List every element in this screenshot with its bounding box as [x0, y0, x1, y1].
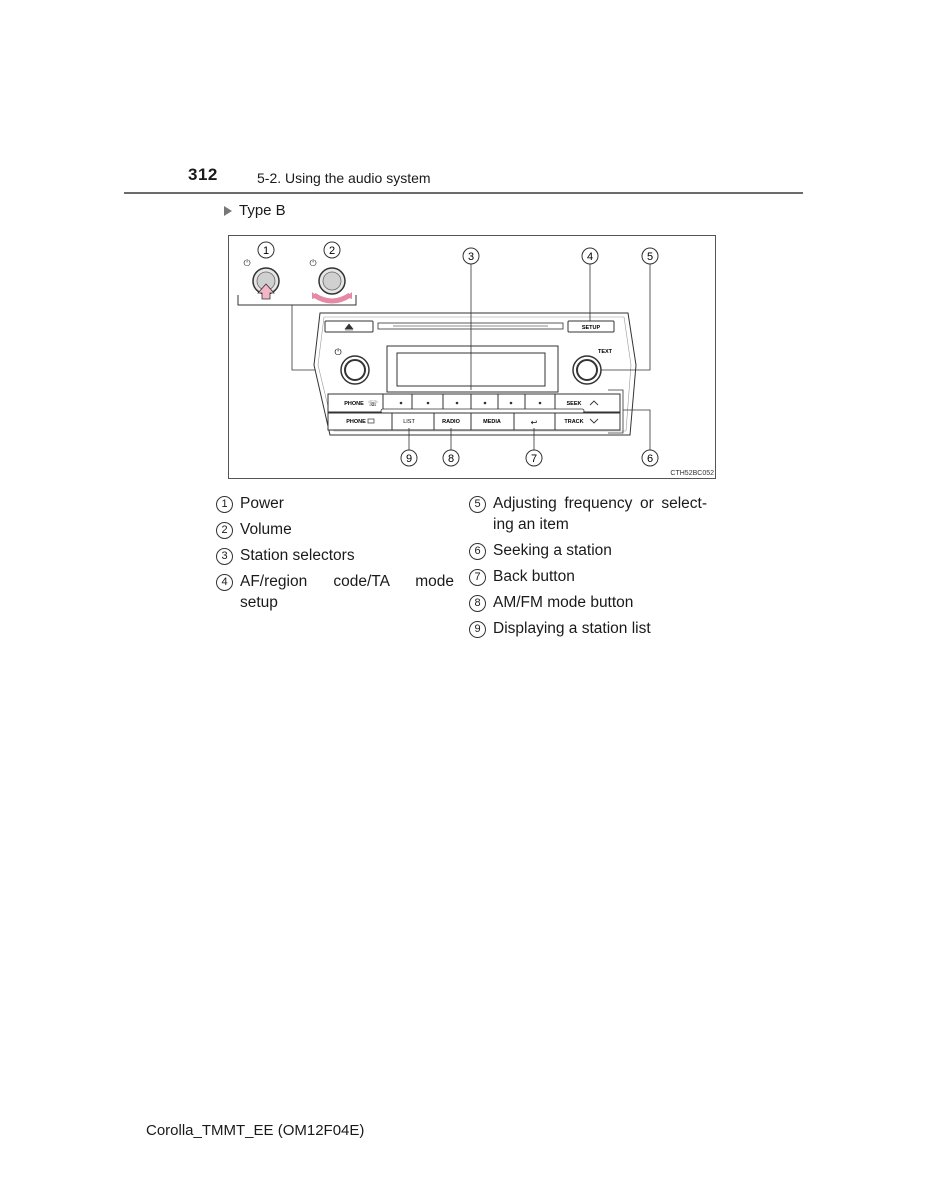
- power-symbol-icon-1: ⏻: [243, 258, 250, 268]
- svg-text:5: 5: [647, 251, 653, 263]
- legend-text: Adjusting frequency or select- ing an it…: [493, 493, 707, 535]
- footer-doc-id: Corolla_TMMT_EE (OM12F04E): [146, 1122, 365, 1139]
- preset-indicator-bar: [380, 408, 585, 414]
- callout-5: 5: [641, 247, 659, 265]
- legend-item-6: 6 Seeking a station: [469, 540, 612, 561]
- legend-item-8: 8 AM/FM mode button: [469, 592, 633, 613]
- svg-text:8: 8: [448, 453, 454, 465]
- setup-label: SETUP: [582, 325, 601, 331]
- radio-label: RADIO: [442, 419, 460, 425]
- eject-icon: [344, 323, 354, 331]
- volume-knob-detail: ⏻: [309, 258, 352, 304]
- preset-dots: [399, 401, 542, 405]
- phone-pickup-icon: ☏: [368, 399, 378, 408]
- callout-6: 6: [641, 449, 659, 467]
- setup-button: [567, 320, 615, 333]
- legend-num: 3: [216, 548, 233, 565]
- legend-num: 9: [469, 621, 486, 638]
- chevron-down-icon: [589, 418, 599, 424]
- page-number: 312: [188, 165, 218, 184]
- callout-9: 9: [400, 449, 418, 467]
- legend-text-line1: AF/region code/TA mode: [240, 573, 454, 590]
- seek-label: SEEK: [567, 401, 582, 407]
- callout-4: 4: [581, 247, 599, 265]
- header-rule: [124, 192, 803, 194]
- legend-text: Seeking a station: [493, 542, 612, 559]
- chevron-up-icon: [589, 400, 599, 406]
- phone-hangup-icon: [367, 418, 375, 424]
- svg-text:1: 1: [263, 245, 269, 257]
- phone-label-bottom: PHONE: [346, 419, 366, 425]
- bottom-button-row: [327, 412, 621, 431]
- callout-7: 7: [525, 449, 543, 467]
- power-symbol-icon-3: ⏻: [334, 347, 341, 357]
- triangle-bullet-icon: [224, 205, 232, 216]
- legend-item-4: 4 AF/region code/TA mode setup: [216, 571, 454, 613]
- legend-item-2: 2 Volume: [216, 519, 292, 540]
- svg-text:7: 7: [531, 453, 537, 465]
- track-label: TRACK: [564, 419, 583, 425]
- legend-text: Back button: [493, 568, 575, 585]
- legend-item-5: 5 Adjusting frequency or select- ing an …: [469, 493, 707, 535]
- audio-panel-figure: ⏻ ⏻ 1 2 3 4 5 SETUP ⏻ TEXT: [228, 235, 716, 479]
- svg-text:9: 9: [406, 453, 412, 465]
- legend-num: 2: [216, 522, 233, 539]
- legend-text: AF/region code/TA mode setup: [240, 571, 454, 613]
- figure-code: CTH52BC052: [670, 470, 714, 477]
- callout-8: 8: [442, 449, 460, 467]
- back-arrow-icon: ↩: [531, 418, 538, 427]
- legend-item-9: 9 Displaying a station list: [469, 618, 651, 639]
- power-knob-detail: ⏻: [243, 258, 280, 300]
- callout-1: 1: [257, 241, 275, 259]
- list-label: LIST: [403, 419, 415, 425]
- legend-item-1: 1 Power: [216, 493, 284, 514]
- legend-num: 6: [469, 543, 486, 560]
- legend-item-3: 3 Station selectors: [216, 545, 355, 566]
- legend-item-7: 7 Back button: [469, 566, 575, 587]
- callout-2: 2: [323, 241, 341, 259]
- svg-text:6: 6: [647, 453, 653, 465]
- legend-text: AM/FM mode button: [493, 594, 634, 611]
- legend-text-line2: ing an item: [493, 516, 569, 533]
- legend-num: 5: [469, 496, 486, 513]
- svg-text:4: 4: [587, 251, 593, 263]
- media-label: MEDIA: [483, 419, 501, 425]
- legend-text: Station selectors: [240, 547, 355, 564]
- svg-text:3: 3: [468, 251, 474, 263]
- section-title: 5-2. Using the audio system: [257, 170, 431, 186]
- legend-text-line1: Adjusting frequency or select-: [493, 495, 707, 512]
- text-label: TEXT: [598, 349, 613, 355]
- callout-3: 3: [462, 247, 480, 265]
- subheading: Type B: [224, 202, 286, 219]
- legend-num: 4: [216, 574, 233, 591]
- legend-text-line2: setup: [240, 594, 278, 611]
- legend-num: 1: [216, 496, 233, 513]
- legend-text: Volume: [240, 521, 292, 538]
- leader-line-6: [623, 409, 651, 450]
- svg-text:2: 2: [329, 245, 335, 257]
- subheading-text: Type B: [239, 202, 286, 219]
- phone-label-top: PHONE: [344, 401, 364, 407]
- press-arrow-icon: [257, 283, 275, 300]
- leader-line-5: [601, 264, 651, 371]
- power-symbol-icon-2: ⏻: [309, 258, 316, 268]
- legend-num: 8: [469, 595, 486, 612]
- legend-text: Displaying a station list: [493, 620, 651, 637]
- legend-text: Power: [240, 495, 284, 512]
- legend-num: 7: [469, 569, 486, 586]
